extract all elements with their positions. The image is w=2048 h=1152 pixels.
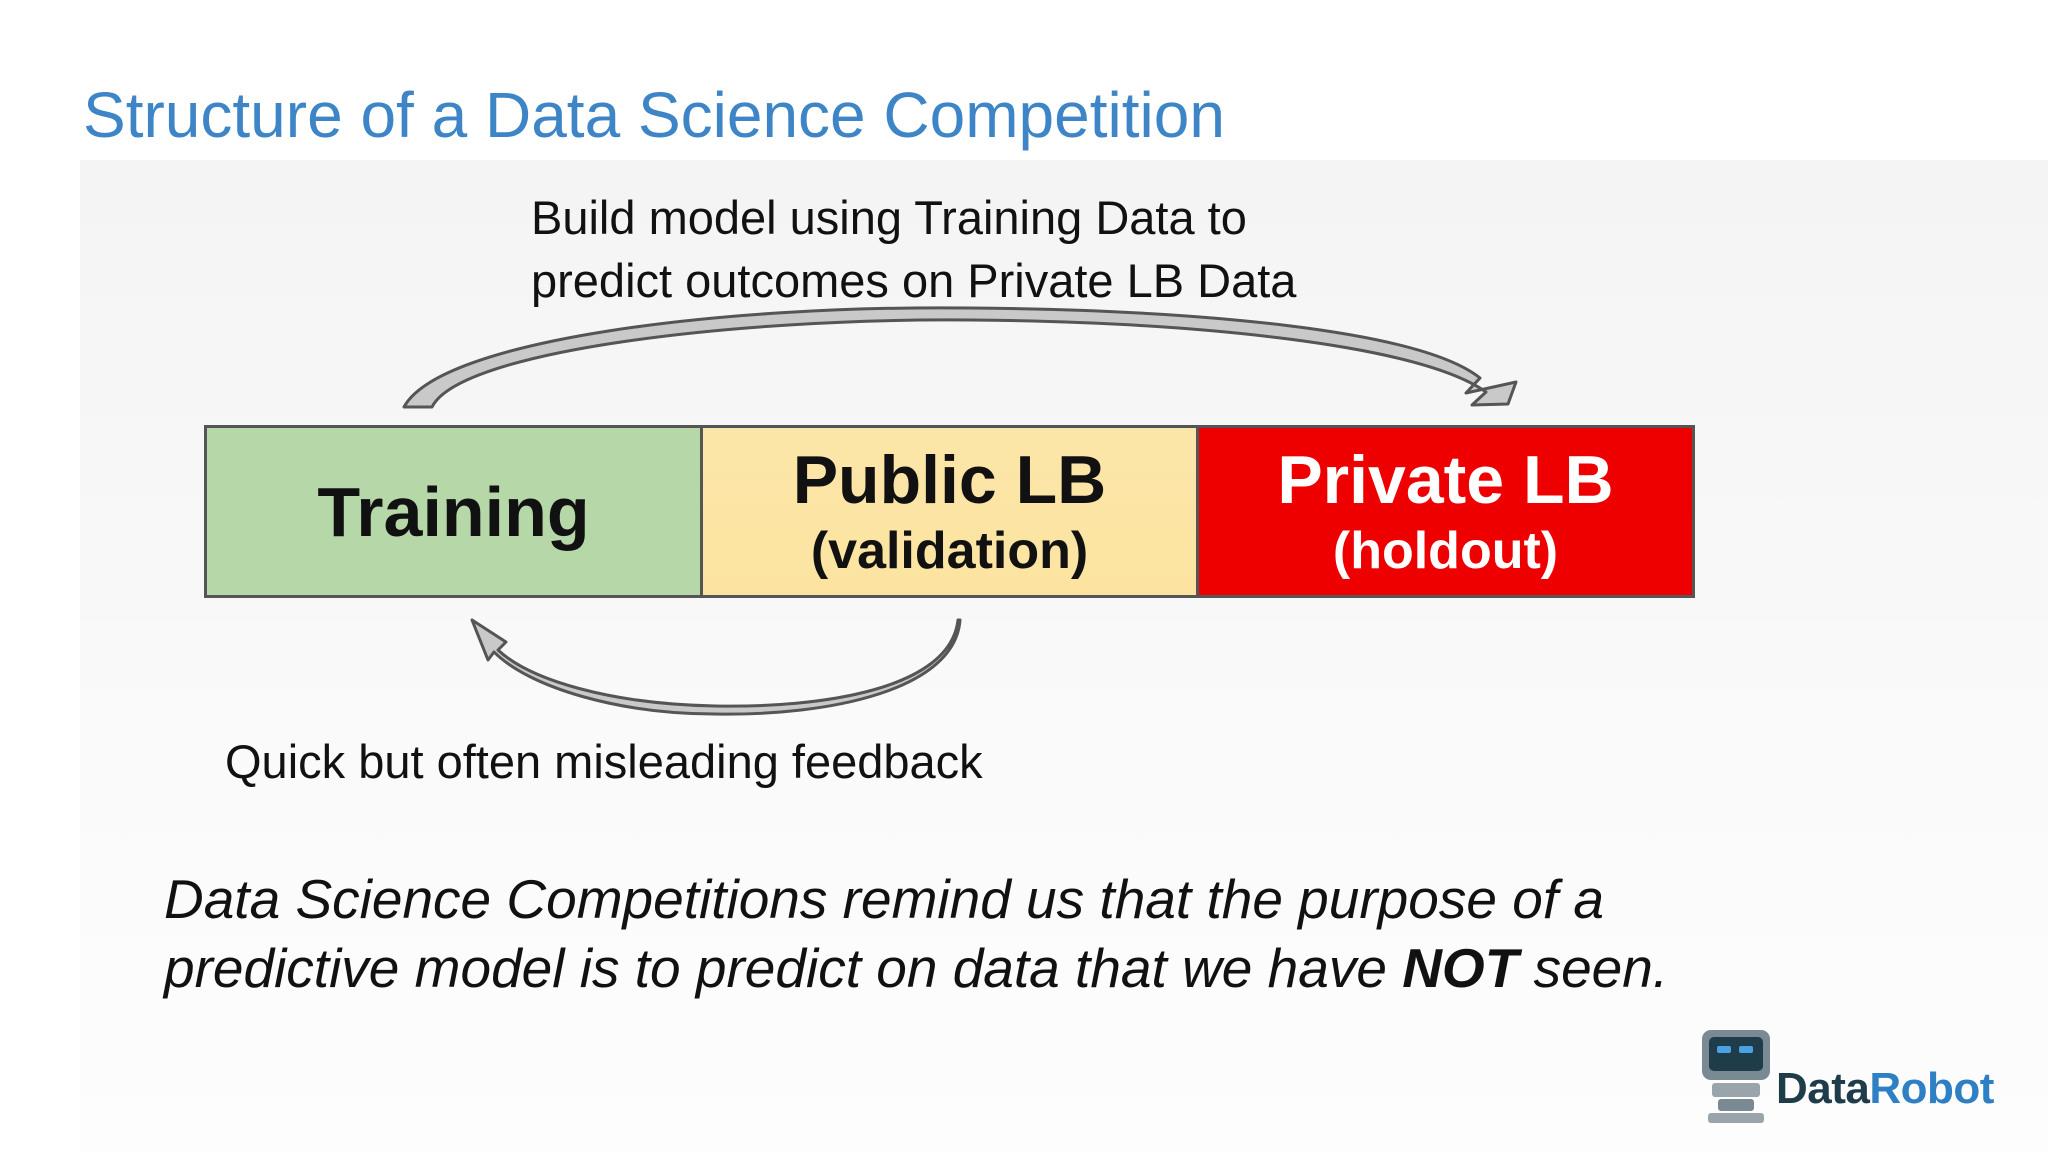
datarobot-logo [1702, 1030, 1770, 1123]
datarobot-wordmark: DataRobot [1776, 1064, 1994, 1114]
segment-private-lb: Private LB (holdout) [1196, 428, 1692, 595]
data-split-bar: Training Public LB (validation) Private … [204, 425, 1695, 598]
logo-text-robot: Robot [1869, 1064, 1994, 1113]
segment-training-label: Training [317, 472, 590, 551]
top-caption: Build model using Training Data to predi… [531, 186, 1296, 312]
quote-line-2-start: predictive model is to predict on data t… [164, 937, 1403, 999]
quote-line-1: Data Science Competitions remind us that… [164, 868, 1604, 930]
slide-background [80, 160, 2048, 1152]
top-caption-line-2: predict outcomes on Private LB Data [531, 254, 1297, 307]
logo-text-data: Data [1776, 1064, 1870, 1113]
slide-title: Structure of a Data Science Competition [83, 79, 1225, 151]
top-arc-arrow [402, 306, 1518, 409]
quote-line-2-end: seen. [1518, 937, 1669, 999]
segment-public-lb-sublabel: (validation) [810, 521, 1089, 580]
segment-private-lb-sublabel: (holdout) [1332, 521, 1559, 580]
robot-icon [1702, 1030, 1770, 1123]
segment-public-lb: Public LB (validation) [700, 428, 1196, 595]
quote-text: Data Science Competitions remind us that… [164, 865, 1668, 1003]
quote-emphasis: NOT [1402, 937, 1519, 999]
bottom-arc-arrow [470, 618, 962, 716]
bottom-caption: Quick but often misleading feedback [225, 735, 983, 788]
segment-public-lb-label: Public LB [792, 441, 1107, 518]
top-caption-line-1: Build model using Training Data to [531, 191, 1247, 244]
segment-private-lb-label: Private LB [1277, 441, 1614, 518]
quote-line-2: predictive model is to predict on data t… [164, 934, 1668, 1003]
segment-training: Training [207, 428, 700, 595]
